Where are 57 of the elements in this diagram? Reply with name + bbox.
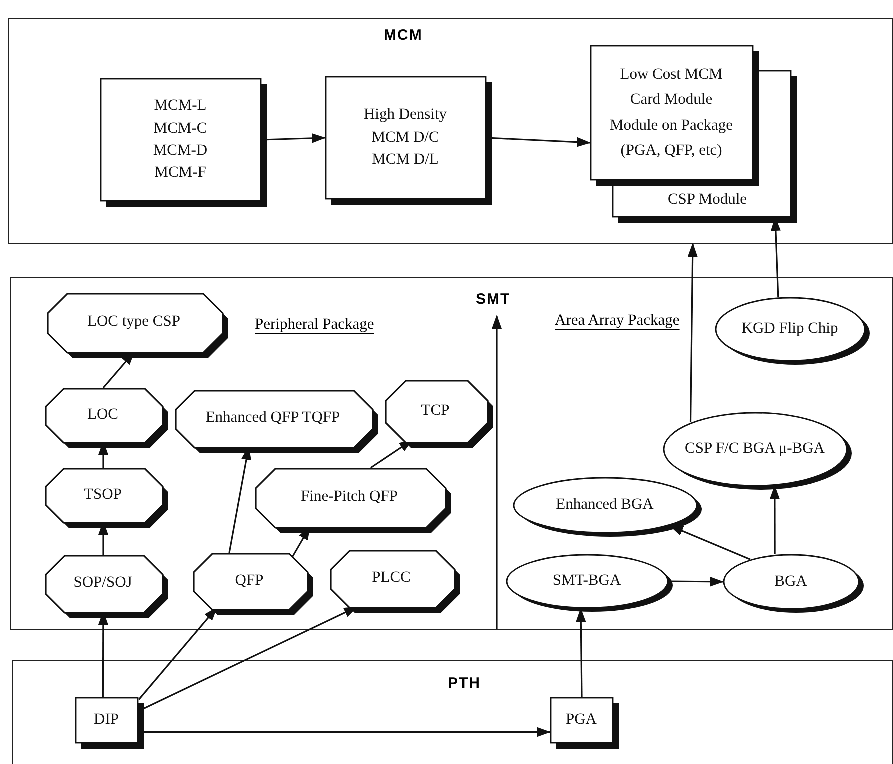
package-octagon xyxy=(44,554,168,618)
package-octagon xyxy=(384,380,492,448)
group-label: Peripheral Package xyxy=(255,315,376,335)
package-octagon xyxy=(192,552,312,614)
package-octagon xyxy=(44,468,168,528)
package-ellipse xyxy=(714,296,870,366)
section-panel xyxy=(10,277,893,630)
arrow xyxy=(688,243,698,423)
package-ellipse xyxy=(512,476,702,538)
node-text: TSOP xyxy=(84,484,122,504)
package-octagon xyxy=(44,388,168,448)
node-text: PLCC xyxy=(372,568,411,588)
node-text: SOP/SOJ xyxy=(74,573,132,593)
arrow xyxy=(669,576,724,587)
node-text: MCM-L xyxy=(154,96,207,116)
node-text: MCM-D xyxy=(153,141,208,160)
node-text: LOC type CSP xyxy=(87,312,180,332)
package-ellipse xyxy=(506,554,674,614)
process-box xyxy=(74,696,144,750)
node-text: Card Module xyxy=(630,90,713,110)
node-text: MCM-F xyxy=(154,163,206,183)
node-text: Fine-Pitch QFP xyxy=(301,487,398,507)
package-ellipse xyxy=(722,554,864,614)
node-text: TCP xyxy=(421,400,450,420)
node-text: PGA xyxy=(566,710,597,730)
node-text: Low Cost MCM xyxy=(620,64,723,84)
node-text: BGA xyxy=(774,572,808,592)
node-text: SMT-BGA xyxy=(552,571,622,591)
node-text: LOC xyxy=(88,404,118,424)
package-ellipse xyxy=(662,412,852,492)
process-box xyxy=(550,696,620,750)
node-text: MCM D/L xyxy=(372,150,439,170)
node-text: DIP xyxy=(94,710,119,730)
node-text: Enhanced QFP TQFP xyxy=(206,408,340,428)
node-text: Module on Package xyxy=(610,116,734,135)
package-octagon xyxy=(174,390,378,452)
node-text: MCM D/C xyxy=(372,128,440,148)
section-heading: PTH xyxy=(448,675,481,692)
section-panel xyxy=(12,660,893,764)
process-box xyxy=(100,78,268,208)
package-octagon xyxy=(330,550,460,612)
node-text: QFP xyxy=(235,570,264,590)
node-text: High Density xyxy=(364,105,448,125)
module-card xyxy=(590,44,760,186)
node-text: CSP Module xyxy=(668,190,748,210)
node-text: (PGA, QFP, etc) xyxy=(620,140,722,160)
group-label: Area Array Package xyxy=(555,311,680,331)
node-text: KGD Flip Chip xyxy=(742,319,838,339)
node-text: MCM-C xyxy=(154,118,208,138)
node-text: CSP F/C BGA μ-BGA xyxy=(685,439,825,459)
package-octagon xyxy=(46,292,228,358)
section-heading: SMT xyxy=(476,291,511,308)
section-panel xyxy=(8,18,893,244)
package-octagon xyxy=(254,468,450,532)
node-text: Enhanced BGA xyxy=(556,495,654,515)
process-box xyxy=(324,76,492,206)
section-heading: MCM xyxy=(384,27,423,44)
